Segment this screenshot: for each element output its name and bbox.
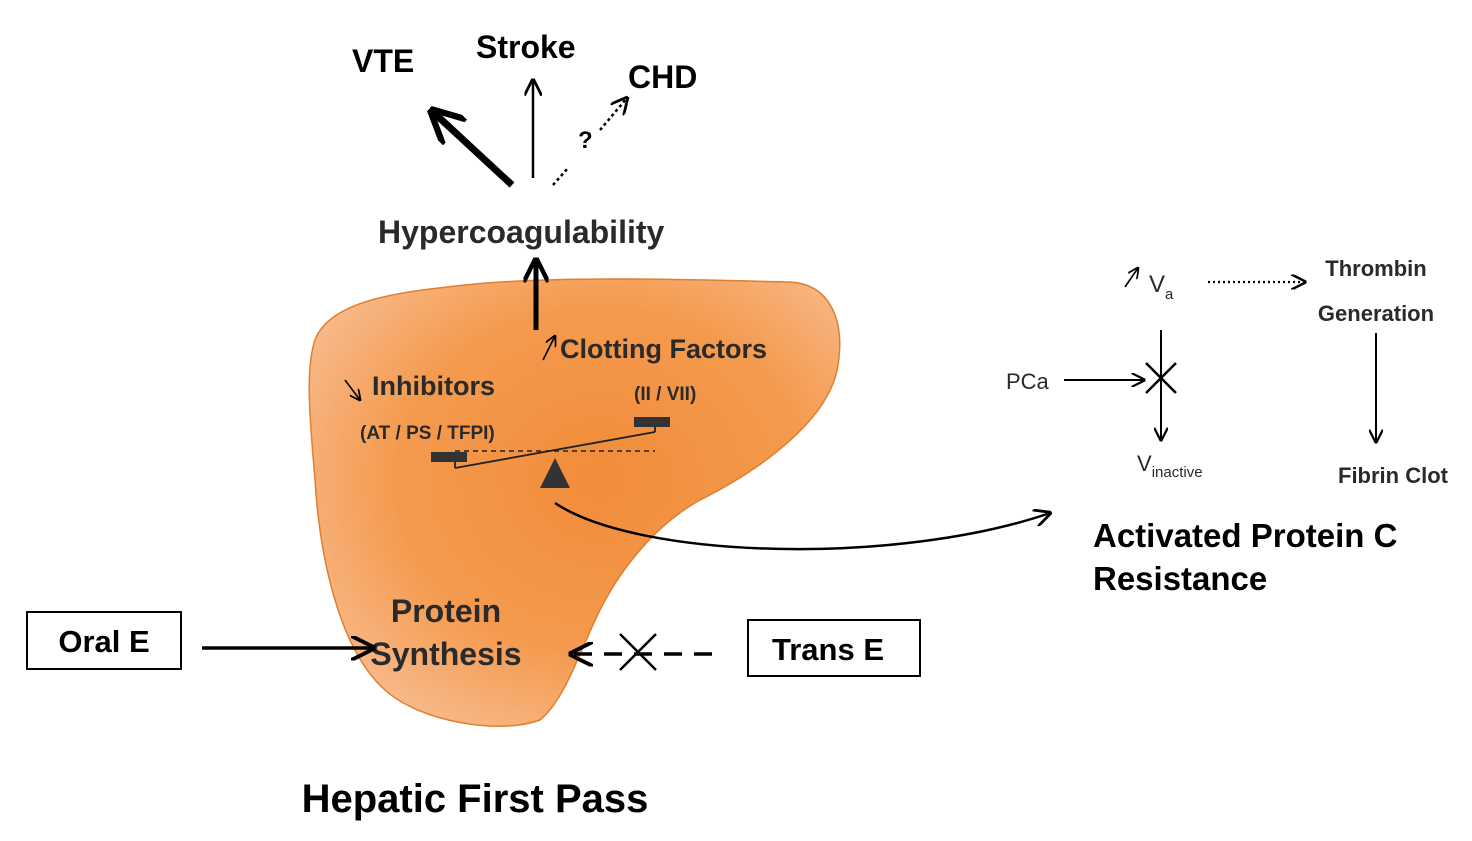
trans-e-label: Trans E [772,632,884,667]
chd-dotted-arrow [599,98,627,131]
down-arrow-icon [344,379,360,400]
balance-beam [454,431,656,469]
v-inactive-label: Vinactive [1137,451,1203,481]
apc-title-line1: Activated Protein C [1093,517,1397,554]
balance-left-weight [431,452,467,462]
pca-block-cross-b [1145,362,1177,394]
stroke-label: Stroke [476,29,576,65]
balance-right-weight [634,417,670,427]
balance-fulcrum [540,458,570,488]
oral-e-label: Oral E [58,624,149,659]
hepatic-first-pass-title: Hepatic First Pass [302,777,649,821]
protein-synthesis-line1: Protein [391,593,501,629]
curve-to-apc-arrow [554,501,1050,551]
chd-dotted-lower [552,167,569,186]
chd-label: CHD [628,59,697,95]
vte-label: VTE [352,43,414,79]
protein-synthesis-line2: Synthesis [370,636,521,672]
inhibitors-detail: (AT / PS / TFPI) [360,423,495,444]
question-mark: ? [578,127,593,154]
apc-title-line2: Resistance [1093,560,1267,597]
oral-e-box [26,611,182,670]
pca-label: PCa [1006,369,1050,394]
thrombin-line1: Thrombin [1325,256,1426,281]
thrombin-line2: Generation [1318,301,1434,326]
va-up-arrow-icon [1124,268,1138,288]
inhibitors-label: Inhibitors [372,371,495,401]
va-label: Va [1149,271,1174,303]
fibrin-clot-label: Fibrin Clot [1338,463,1449,488]
trans-e-box [747,619,921,677]
trans-e-block-cross-b [619,633,657,671]
up-arrow-icon [542,336,555,361]
clotting-factors-detail: (II / VII) [634,384,696,405]
hypercoagulability-label: Hypercoagulability [378,214,665,250]
vte-arrow [432,111,515,188]
clotting-factors-label: Clotting Factors [560,334,767,364]
